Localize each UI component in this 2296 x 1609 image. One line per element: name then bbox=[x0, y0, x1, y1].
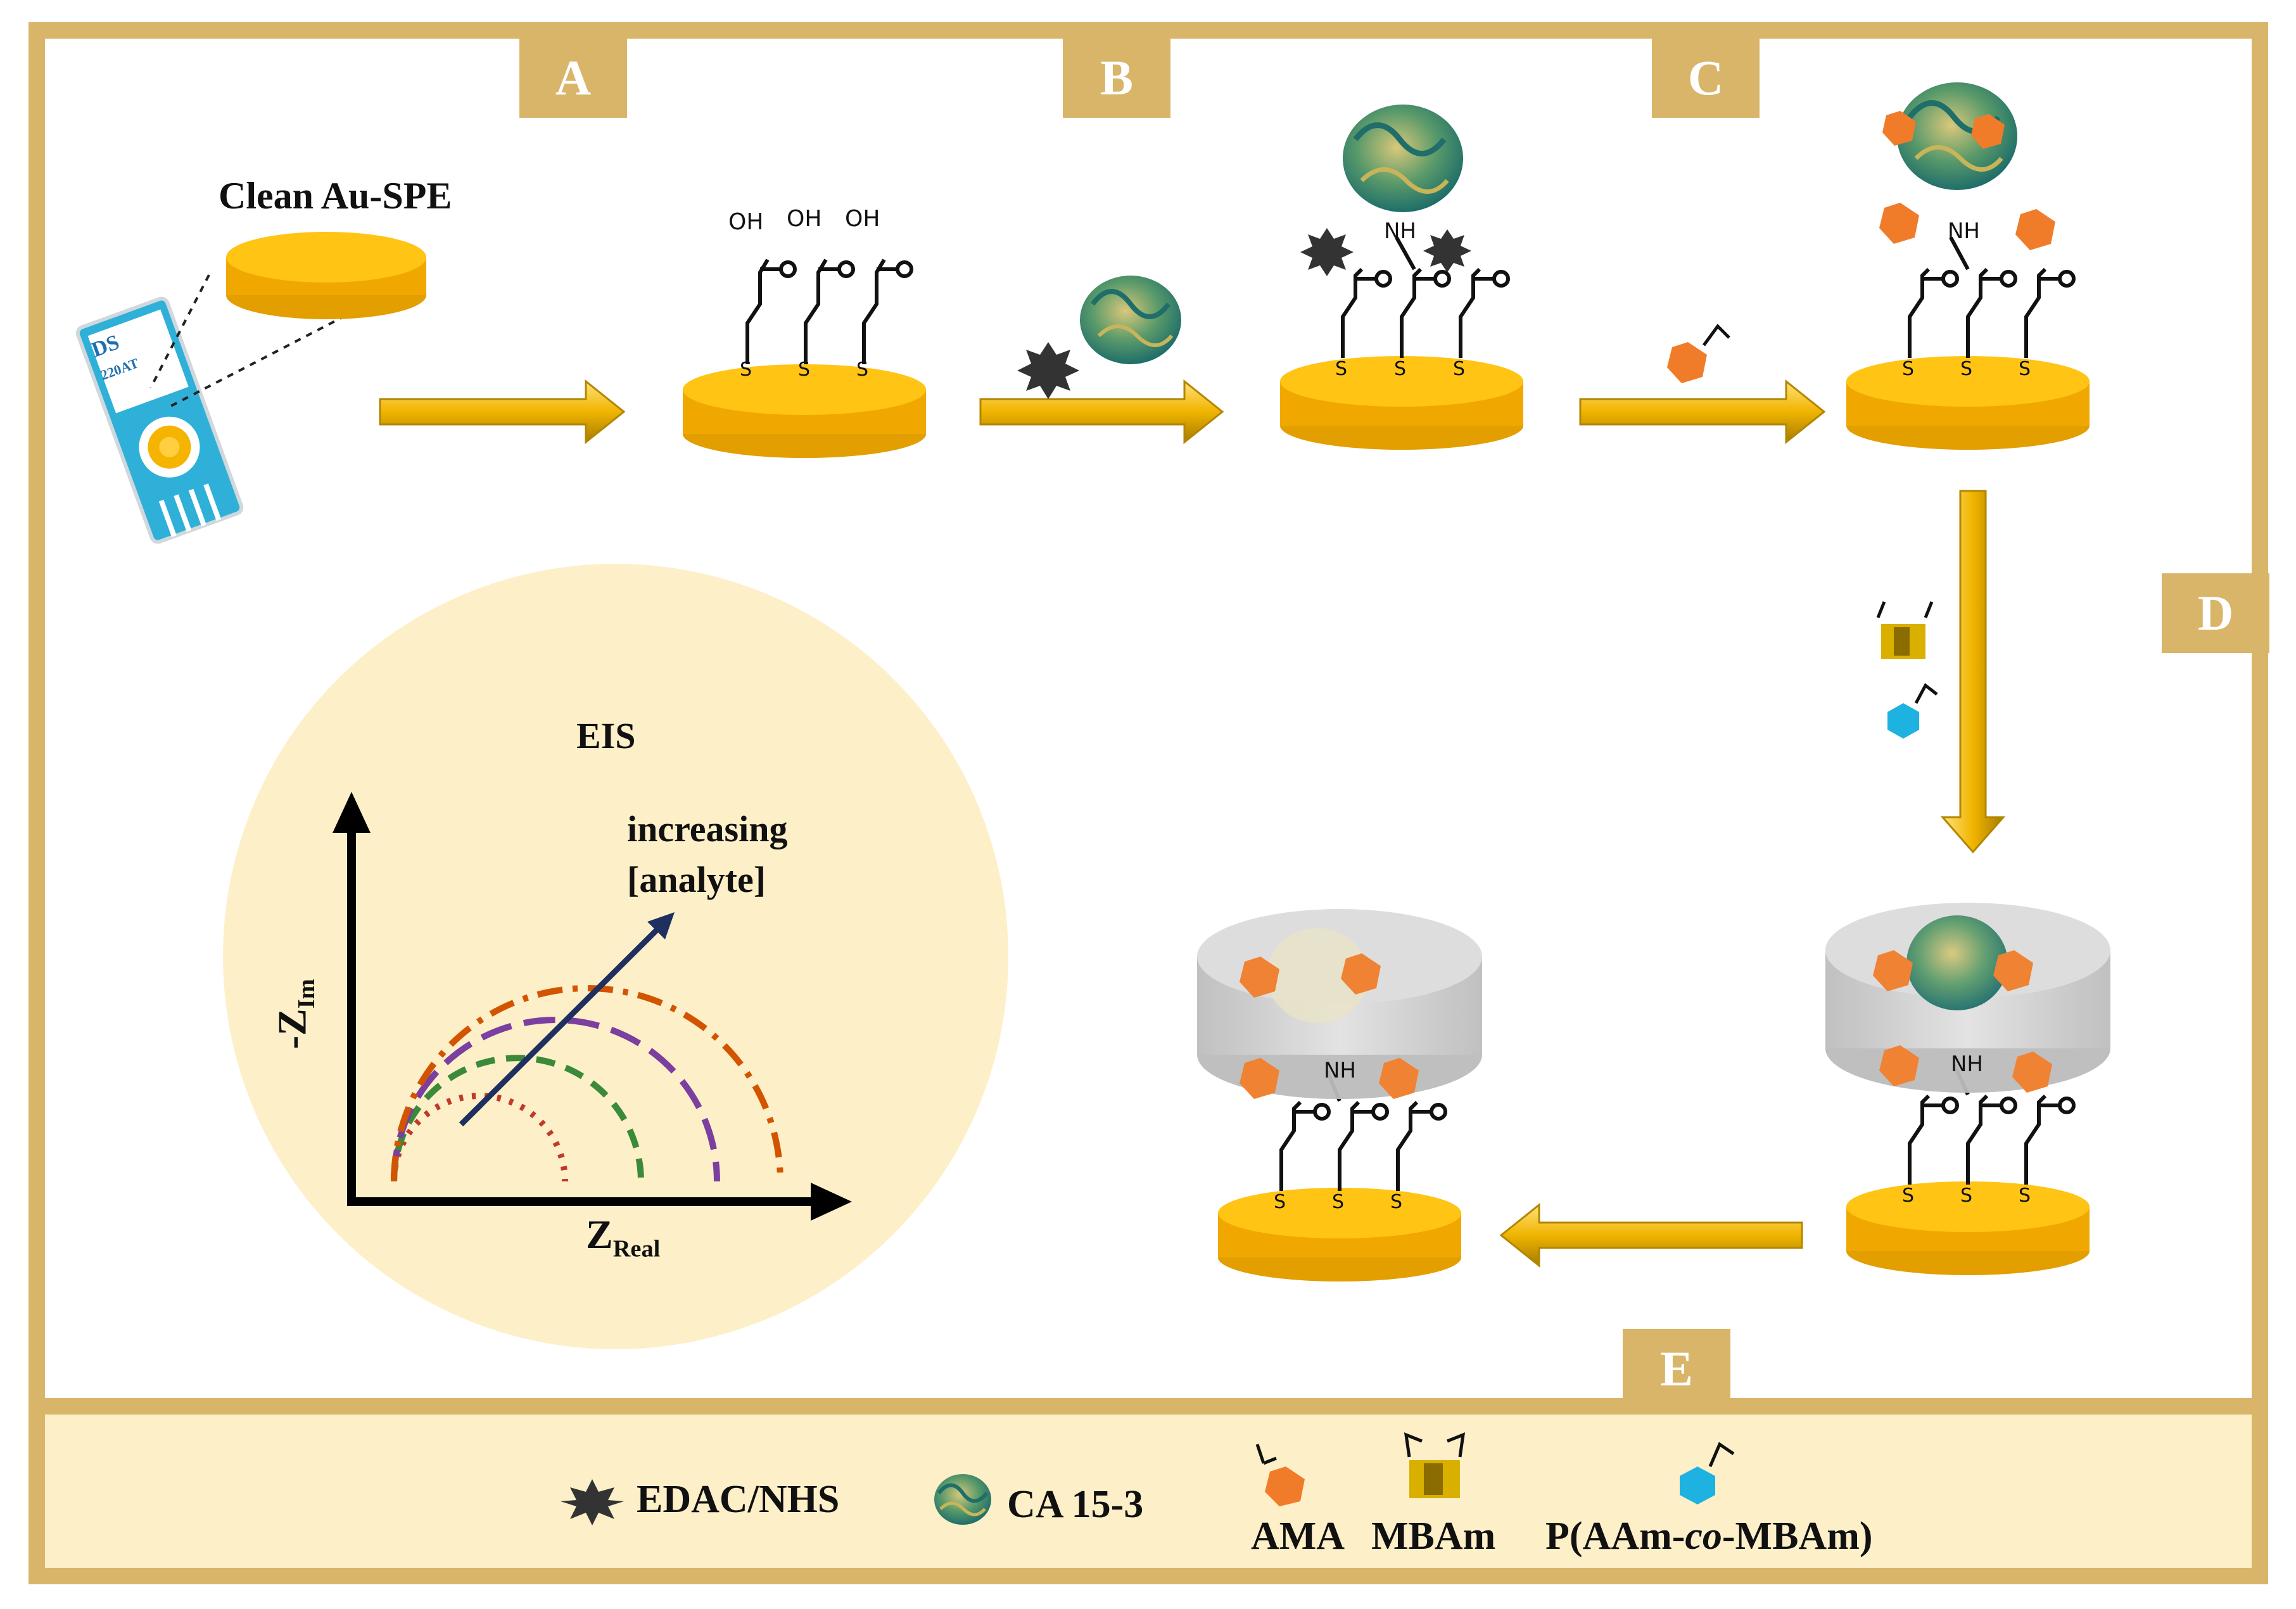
eis-background-circle bbox=[223, 564, 1008, 1349]
sulfur-label-b2: S bbox=[798, 359, 811, 381]
sam-chains-step-d bbox=[1908, 236, 2076, 358]
screen-printed-electrode-chip bbox=[75, 232, 426, 544]
legend-mbam-icon bbox=[1404, 1432, 1466, 1498]
electrode-title: Clean Au-SPE bbox=[219, 175, 452, 217]
arrow-step-d bbox=[1940, 490, 2006, 854]
step-tab-b: B bbox=[1063, 38, 1170, 118]
ama-monomer-step-c-reagent bbox=[1667, 324, 1730, 383]
legend-ca153-protein-icon bbox=[934, 1474, 991, 1525]
protein-ca153-step-c bbox=[1343, 105, 1463, 212]
gold-electrode-disk-5 bbox=[1218, 1188, 1461, 1281]
legend-paam-italic: co bbox=[1685, 1515, 1722, 1558]
hydroxyl-label-b1: OH bbox=[728, 209, 764, 235]
legend-ama-label: AMA bbox=[1251, 1515, 1345, 1558]
eis-trend-label-line1: increasing bbox=[627, 808, 788, 849]
arrow-step-c bbox=[1579, 379, 1826, 445]
legend-band bbox=[29, 1398, 2268, 1584]
step-tab-c: C bbox=[1652, 38, 1760, 118]
sulfur-label-e3: S bbox=[1390, 1191, 1403, 1213]
gold-electrode-disk-4 bbox=[1846, 1181, 2090, 1275]
legend-ama-icon bbox=[1255, 1444, 1305, 1506]
eis-x-axis-label-sub: Real bbox=[612, 1235, 661, 1262]
sulfur-label-mip3: S bbox=[2019, 1185, 2031, 1207]
eis-y-axis-label-main: -Z bbox=[269, 1008, 315, 1050]
protein-ca153-step-b-reagent bbox=[1080, 276, 1181, 364]
step-tab-d: D bbox=[2162, 573, 2269, 653]
legend-paam-prefix: P(AAm- bbox=[1545, 1515, 1685, 1558]
eis-title: EIS bbox=[576, 715, 636, 756]
eis-trend-label-line2: [analyte] bbox=[627, 859, 766, 900]
eis-trend-arrow bbox=[459, 912, 675, 1127]
amine-label-d: NH bbox=[1948, 219, 1980, 244]
sulfur-label-e1: S bbox=[1274, 1191, 1286, 1213]
polymer-hex-reagent bbox=[1887, 683, 1938, 739]
amine-label-mip: NH bbox=[1951, 1052, 1983, 1077]
legend-paam-suffix: -MBAm) bbox=[1722, 1515, 1873, 1558]
arrow-step-b bbox=[979, 379, 1224, 445]
legend-edac-label: EDAC/NHS bbox=[637, 1478, 840, 1521]
edac-star-step-c-1 bbox=[1300, 228, 1354, 276]
ama-monomers-step-d bbox=[1879, 111, 2055, 250]
amine-label-c: NH bbox=[1384, 219, 1416, 244]
gold-electrode-disk-2 bbox=[1280, 356, 1523, 450]
eis-curve-3 bbox=[391, 1017, 720, 1182]
arrow-step-a bbox=[379, 379, 626, 445]
sulfur-label-c3: S bbox=[1453, 358, 1466, 380]
eis-curve-4 bbox=[391, 985, 783, 1182]
sulfur-label-b3: S bbox=[856, 359, 869, 381]
sulfur-label-d3: S bbox=[2019, 358, 2031, 380]
sam-chains-step-b bbox=[745, 258, 913, 364]
eis-y-axis-label-sub: Im bbox=[293, 979, 320, 1009]
edac-star-step-c-2 bbox=[1423, 229, 1471, 272]
sulfur-label-c1: S bbox=[1335, 358, 1348, 380]
legend-paam-hex-icon bbox=[1680, 1442, 1735, 1504]
step-tab-a: A bbox=[519, 38, 627, 118]
sulfur-label-b1: S bbox=[740, 359, 752, 381]
sam-chains-step-mip bbox=[1908, 1063, 2076, 1185]
step-tab-e: E bbox=[1623, 1329, 1730, 1409]
arrow-step-e bbox=[1499, 1202, 1803, 1268]
edac-star-step-b-reagent bbox=[1017, 342, 1079, 399]
legend-edac-star-icon bbox=[561, 1479, 624, 1525]
amine-label-e: NH bbox=[1324, 1058, 1356, 1083]
protein-ca153-step-d bbox=[1897, 82, 2017, 190]
gold-electrode-disk-1 bbox=[683, 364, 926, 458]
eis-y-axis-label: -ZIm bbox=[269, 979, 320, 1049]
sulfur-label-d1: S bbox=[1902, 358, 1915, 380]
eis-x-axis-label-main: Z bbox=[586, 1212, 613, 1257]
hydroxyl-label-b3: OH bbox=[845, 206, 880, 232]
sulfur-label-mip2: S bbox=[1960, 1185, 1973, 1207]
eis-curve-2 bbox=[391, 1055, 644, 1182]
legend-ca153-label: CA 15-3 bbox=[1007, 1483, 1144, 1526]
eis-x-axis-label: ZReal bbox=[586, 1211, 660, 1262]
eis-nyquist-curves bbox=[391, 985, 783, 1182]
crosslinker-mbam-reagent bbox=[1876, 601, 1934, 659]
legend-paam-label: P(AAm-co-MBAm) bbox=[1545, 1514, 1873, 1559]
polymer-gel-step-e bbox=[1197, 909, 1482, 1099]
sulfur-label-c2: S bbox=[1394, 358, 1407, 380]
legend-mbam-label: MBAm bbox=[1371, 1515, 1496, 1558]
sulfur-label-e2: S bbox=[1332, 1191, 1345, 1213]
polymer-gel-step-d bbox=[1825, 903, 2110, 1093]
sam-chains-step-c bbox=[1341, 236, 1510, 358]
sulfur-label-mip1: S bbox=[1902, 1185, 1915, 1207]
eis-axes bbox=[333, 792, 852, 1221]
hydroxyl-label-b2: OH bbox=[787, 206, 822, 232]
sulfur-label-d2: S bbox=[1960, 358, 1973, 380]
gold-electrode-disk-3 bbox=[1846, 356, 2090, 450]
